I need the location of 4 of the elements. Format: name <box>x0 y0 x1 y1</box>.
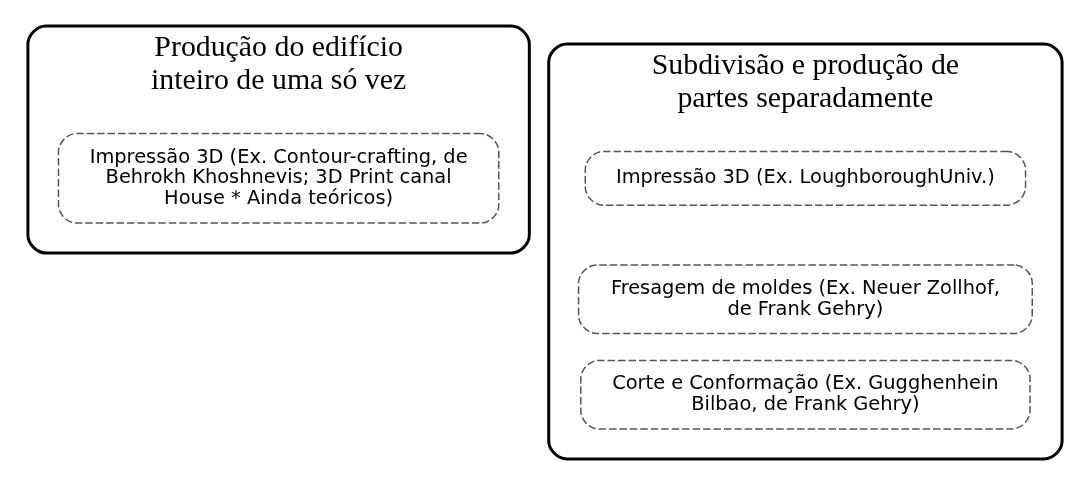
node-box: Impressão 3D (Ex. LoughboroughUniv.) <box>584 150 1026 206</box>
node-box: Corte e Conformação (Ex. Gugghenhein Bilbao, de Frank Gehry) <box>579 359 1031 430</box>
node-box: Fresagem de moldes (Ex. Neuer Zollhof, de Frank Gehry) <box>577 264 1033 335</box>
node-box: Impressão 3D (Ex. Contour-crafting, de Behrokh Khoshnevis; 3D Print canal House * Ainda teóricos) <box>57 132 499 224</box>
